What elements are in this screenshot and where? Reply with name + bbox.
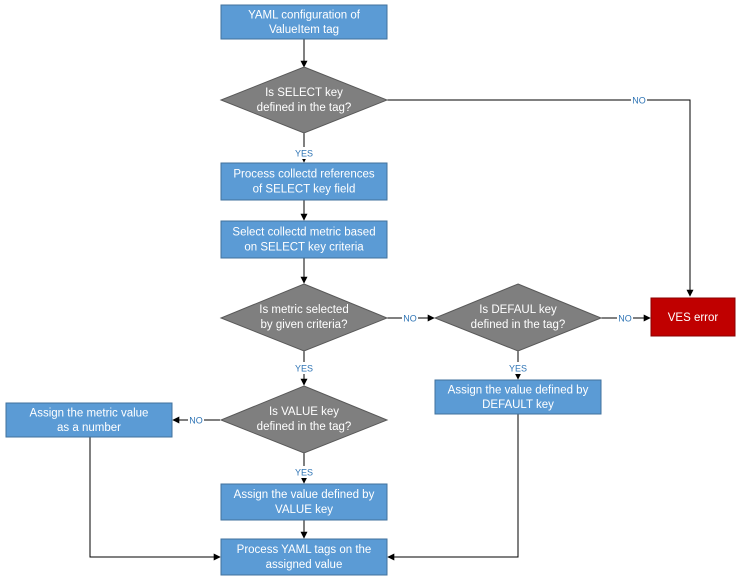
connectors	[89, 39, 694, 561]
process-assign-value: Assign the value defined by VALUE key	[220, 483, 388, 521]
svg-text:VES error: VES error	[668, 312, 719, 324]
label-select-no: NO	[632, 96, 646, 106]
svg-text:Assign the value defined by: Assign the value defined by	[448, 385, 589, 397]
decision-select-key: Is SELECT key defined in the tag?	[219, 66, 389, 134]
decision-value-key: Is VALUE key defined in the tag?	[219, 385, 389, 454]
svg-text:on SELECT key criteria: on SELECT key criteria	[244, 242, 364, 254]
process-yaml-line-2: assigned value	[266, 559, 343, 571]
process-yaml-tags: Process YAML tags on the assigned value	[220, 538, 388, 576]
assign-number-line-1: Assign the metric value	[30, 408, 149, 420]
label-value-yes: YES	[295, 468, 313, 478]
default-key-line-1: Is DEFAUL key	[479, 304, 557, 316]
default-key-line-2: defined in the tag?	[471, 319, 566, 331]
svg-text:Process YAML tags on the: Process YAML tags on the	[237, 544, 372, 556]
svg-text:defined in the tag?: defined in the tag?	[257, 421, 352, 433]
assign-default-line-2: DEFAULT key	[482, 399, 554, 411]
svg-text:Is DEFAUL key: Is DEFAUL key	[479, 304, 557, 316]
svg-text:Is SELECT key: Is SELECT key	[265, 87, 343, 99]
select-key-line-2: defined in the tag?	[257, 102, 352, 114]
ves-error-label: VES error	[668, 312, 719, 324]
svg-text:VALUE key: VALUE key	[275, 504, 333, 516]
edge-labels: NO YES NO NO YES YES NO YES	[188, 94, 647, 478]
process-assign-default: Assign the value defined by DEFAULT key	[434, 379, 602, 415]
yaml-config-line-2: ValueItem tag	[269, 24, 339, 36]
metric-selected-line-2: by given criteria?	[261, 319, 348, 331]
process-yaml-config: YAML configuration of ValueItem tag	[220, 4, 388, 40]
terminal-ves-error: VES error	[650, 297, 736, 337]
label-metric-yes: YES	[295, 364, 313, 374]
svg-text:assigned value: assigned value	[266, 559, 343, 571]
collectd-refs-line-2: of SELECT key field	[253, 184, 356, 196]
svg-text:Select collectd metric based: Select collectd metric based	[232, 227, 375, 239]
assign-number-line-2: as a number	[57, 422, 121, 434]
edge-default-assign-to-process	[387, 414, 519, 561]
svg-text:Assign the value defined by: Assign the value defined by	[234, 489, 375, 501]
svg-text:DEFAULT key: DEFAULT key	[482, 399, 554, 411]
label-default-no: NO	[618, 314, 632, 324]
edge-number-to-process	[89, 437, 221, 561]
label-select-yes: YES	[295, 149, 313, 159]
process-assign-number: Assign the metric value as a number	[5, 402, 173, 438]
svg-text:Is metric selected: Is metric selected	[259, 304, 348, 316]
svg-text:Assign the metric value: Assign the metric value	[30, 408, 149, 420]
select-metric-line-2: on SELECT key criteria	[244, 242, 364, 254]
value-key-line-2: defined in the tag?	[257, 421, 352, 433]
process-yaml-line-1: Process YAML tags on the	[237, 544, 372, 556]
metric-selected-line-1: Is metric selected	[259, 304, 348, 316]
svg-text:as a number: as a number	[57, 422, 121, 434]
svg-text:Is VALUE key: Is VALUE key	[269, 406, 339, 418]
value-key-line-1: Is VALUE key	[269, 406, 339, 418]
yaml-config-line-1: YAML configuration of	[248, 10, 361, 22]
decision-default-key: Is DEFAUL key defined in the tag?	[433, 283, 603, 352]
assign-value-line-2: VALUE key	[275, 504, 333, 516]
assign-default-line-1: Assign the value defined by	[448, 385, 589, 397]
svg-text:defined in the tag?: defined in the tag?	[471, 319, 566, 331]
svg-text:ValueItem tag: ValueItem tag	[269, 24, 339, 36]
label-value-no: NO	[189, 416, 203, 426]
svg-text:by given criteria?: by given criteria?	[261, 319, 348, 331]
label-default-yes: YES	[509, 364, 527, 374]
svg-text:YAML configuration of: YAML configuration of	[248, 10, 361, 22]
label-metric-no: NO	[403, 314, 417, 324]
select-key-line-1: Is SELECT key	[265, 87, 343, 99]
assign-value-line-1: Assign the value defined by	[234, 489, 375, 501]
collectd-refs-line-1: Process collectd references	[233, 169, 375, 181]
edge-select-no-to-error	[387, 99, 694, 297]
decision-metric-selected: Is metric selected by given criteria?	[219, 283, 389, 352]
process-select-metric: Select collectd metric based on SELECT k…	[220, 220, 388, 259]
svg-text:Process collectd references: Process collectd references	[233, 169, 375, 181]
select-metric-line-1: Select collectd metric based	[232, 227, 375, 239]
svg-text:defined in the tag?: defined in the tag?	[257, 102, 352, 114]
process-collectd-refs: Process collectd references of SELECT ke…	[220, 162, 388, 201]
svg-text:of SELECT key field: of SELECT key field	[253, 184, 356, 196]
